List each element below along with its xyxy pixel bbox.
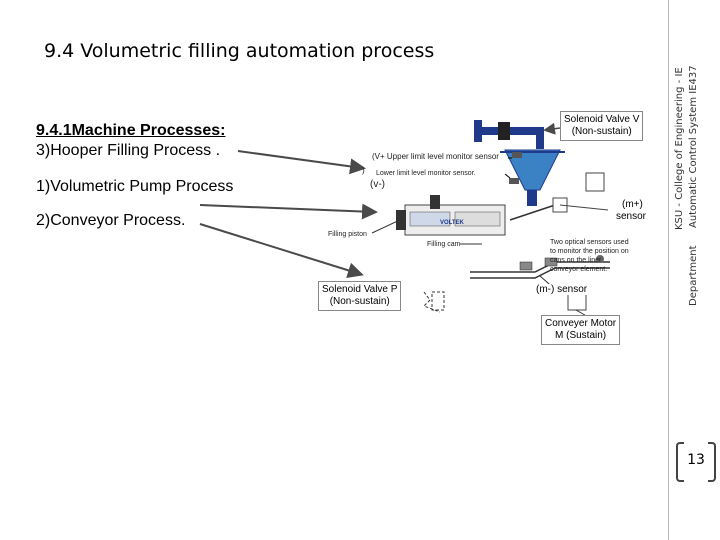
optical-sensors-label: Two optical sensors used to monitor the … <box>550 238 629 274</box>
page-number-text: 13 <box>687 452 705 468</box>
arrow-hopper <box>237 150 366 175</box>
m-plus-sensor-icon <box>585 172 605 192</box>
m-plus-line2: sensor <box>616 211 647 222</box>
m-plus-line1: (m+) <box>622 199 643 210</box>
motor-line1: Conveyer Motor <box>545 318 617 329</box>
solenoid-v-line2: (Non-sustain) <box>571 126 632 137</box>
filling-machine-icon <box>396 195 556 236</box>
conveyor-icon <box>470 255 610 279</box>
lower-sensor-label: Lower limit level monitor sensor. <box>376 170 476 177</box>
hopper-icon <box>500 149 565 206</box>
brand-label: VOLTEK <box>440 220 465 226</box>
solenoid-valve-v-label: Solenoid Valve V (Non-sustain) <box>560 111 644 141</box>
content-heading: 9.4.1Machine Processes: <box>36 122 226 139</box>
solenoid-valve-v-icon <box>474 120 561 149</box>
solenoid-valve-p-label: Solenoid Valve P (Non-sustain) <box>318 281 402 311</box>
lower-sensor-icon <box>509 178 519 184</box>
conveyor-motor-label: Conveyer Motor M (Sustain) <box>541 315 621 345</box>
v-minus-label: (v-) <box>370 179 385 190</box>
bracket-left-icon <box>676 442 684 482</box>
item-hopper: 3)Hooper Filling Process . <box>36 142 221 159</box>
m-plus-label: (m+) sensor <box>616 199 647 223</box>
page-number: 13 <box>676 440 716 482</box>
m-minus-label: (m-) sensor <box>534 284 590 295</box>
upper-sensor-icon <box>512 152 522 158</box>
motor-line2: M (Sustain) <box>555 330 607 341</box>
arrow-pump <box>199 203 378 220</box>
solenoid-p-line2: (Non-sustain) <box>329 296 390 307</box>
solenoid-p-line1: Solenoid Valve P <box>322 284 398 295</box>
paren-label: ) <box>362 166 365 175</box>
filling-cam-label: Filling cam <box>427 241 461 248</box>
optical-line4: conveyor element. <box>550 266 608 273</box>
arrow-conveyor <box>199 223 364 279</box>
optical-line3: cans on the liner <box>550 257 602 264</box>
slide-title: 9.4 Volumetric filling automation proces… <box>44 40 435 62</box>
optical-line1: Two optical sensors used <box>550 239 629 246</box>
bracket-right-icon <box>708 442 716 482</box>
optical-line2: to monitor the position on <box>550 248 629 255</box>
upper-sensor-label: (V+ Upper limit level monitor sensor <box>372 152 499 161</box>
filling-piston-label: Filling piston <box>328 231 367 238</box>
item-pump: 1)Volumetric Pump Process <box>36 178 234 195</box>
item-conveyor: 2)Conveyor Process. <box>36 212 186 229</box>
solenoid-v-line1: Solenoid Valve V <box>564 114 640 125</box>
